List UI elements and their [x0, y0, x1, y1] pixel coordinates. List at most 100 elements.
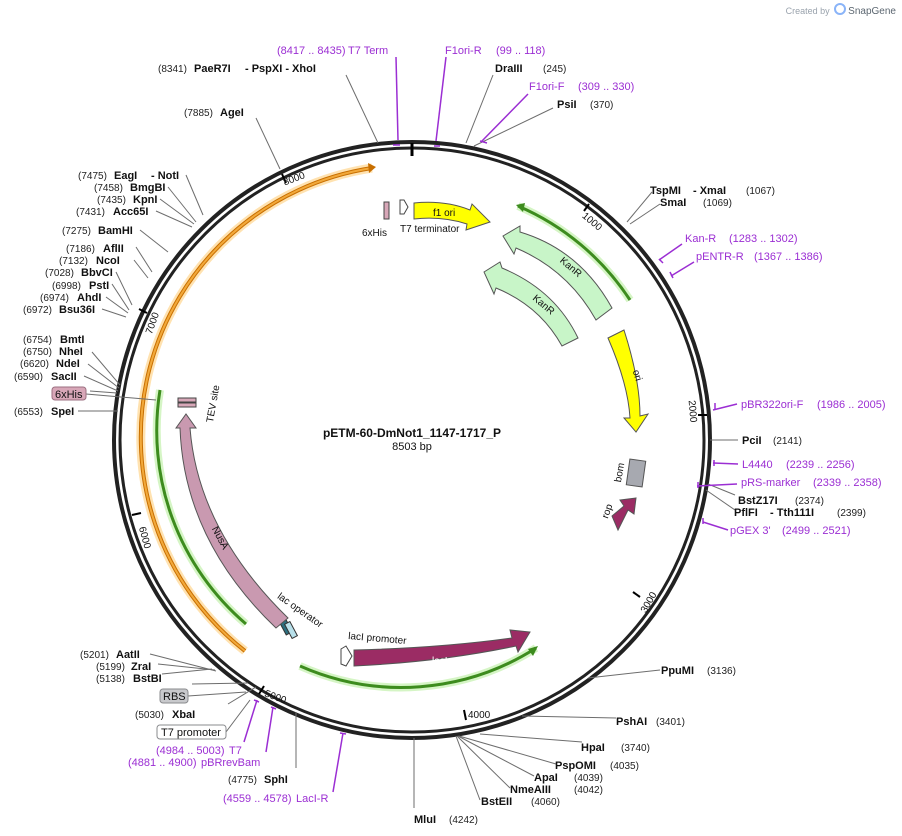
- site-name: PciI: [742, 435, 762, 447]
- site-pos: (6553): [14, 407, 43, 418]
- primer-name: LacI-R: [296, 793, 328, 805]
- site-pos: (5030): [135, 710, 164, 721]
- site-pos: (6750): [23, 347, 52, 358]
- laci-promoter-label: lacI promoter: [348, 631, 408, 647]
- site-pos: (4060): [531, 797, 560, 808]
- primer-range: (99 .. 118): [496, 45, 545, 57]
- site-name: SacII: [51, 371, 77, 383]
- site-name: BamHI: [98, 225, 133, 237]
- t7-promoter-label: T7 promoter: [161, 727, 221, 739]
- site-name: AatII: [116, 649, 140, 661]
- site-name: PspOMI: [555, 760, 596, 772]
- site-pos: (6972): [23, 305, 52, 316]
- site-name-extra: - PspXI - XhoI: [245, 63, 316, 75]
- site-name: AgeI: [220, 107, 244, 119]
- site-name: BstEII: [481, 796, 512, 808]
- site-pos: (7186): [66, 244, 95, 255]
- rop-label: rop: [600, 502, 615, 520]
- primer-name: pGEX 3': [730, 525, 771, 537]
- site-pos: (3401): [656, 717, 685, 728]
- site-pos: (7275): [62, 226, 91, 237]
- primer-range: (4984 .. 5003): [156, 745, 225, 757]
- primer-range: (4881 .. 4900): [128, 757, 197, 769]
- primer-range: (1283 .. 1302): [729, 233, 798, 245]
- site-pos: (245): [543, 64, 566, 75]
- site-name: TspMI: [650, 185, 681, 197]
- site-pos: (8341): [158, 64, 187, 75]
- site-name: PaeR7I: [194, 63, 231, 75]
- t7-terminator-label: T7 terminator: [400, 224, 460, 235]
- site-pos: (7885): [184, 108, 213, 119]
- his-inner-label: 6xHis: [362, 228, 387, 239]
- site-name-extra: - XmaI: [693, 185, 726, 197]
- primer-range: (2339 .. 2358): [813, 477, 882, 489]
- credit-line: Created by SnapGene: [786, 3, 896, 17]
- primer-name: T7 Term: [348, 45, 388, 57]
- laci-label: lacI: [432, 656, 448, 667]
- credit-prefix: Created by: [785, 6, 830, 16]
- feature-t7-terminator: T7 terminator: [399, 199, 460, 235]
- site-name: BstZ17I: [738, 495, 778, 507]
- primer-range: (4559 .. 4578): [223, 793, 292, 805]
- site-name: PshAI: [616, 716, 647, 728]
- site-pos: (6754): [23, 335, 52, 346]
- tick-label: 1000: [580, 211, 604, 234]
- site-pos: (6590): [14, 372, 43, 383]
- site-name: NdeI: [56, 358, 80, 370]
- site-name-extra: - Tth111I: [770, 507, 814, 519]
- rbs-label: RBS: [163, 691, 186, 703]
- site-name: NcoI: [96, 255, 120, 267]
- primer-range: (1367 .. 1386): [754, 251, 823, 263]
- map-title: pETM-60-DmNot1_1147-1717_P: [323, 426, 501, 440]
- site-name: AflII: [103, 243, 124, 255]
- site-name: DraIII: [495, 63, 523, 75]
- primer-range: (8417 .. 8435): [277, 45, 346, 57]
- feature-laci-promoter: lacI promoter: [340, 631, 408, 667]
- site-name: PstI: [89, 280, 109, 292]
- site-pos: (4242): [449, 815, 478, 826]
- primer-name: pENTR-R: [696, 251, 744, 263]
- box-rbs: RBS: [159, 688, 247, 704]
- site-pos: (6998): [52, 281, 81, 292]
- site-name: MluI: [414, 814, 436, 826]
- primer-name: F1ori-F: [529, 81, 565, 93]
- site-labels: [78, 74, 738, 808]
- site-pos: (4775): [228, 775, 257, 786]
- site-pos: (370): [590, 100, 613, 111]
- site-name: ApaI: [534, 772, 558, 784]
- site-pos: (7431): [76, 207, 105, 218]
- site-name: SmaI: [660, 197, 686, 209]
- site-pos: (5199): [96, 662, 125, 673]
- site-name: PflFI: [734, 507, 758, 519]
- orf-arcs: [136, 163, 634, 692]
- primer-name: F1ori-R: [445, 45, 482, 57]
- site-pos: (7028): [45, 268, 74, 279]
- site-name: SphI: [264, 774, 288, 786]
- site-name: HpaI: [581, 742, 605, 754]
- site-name: SpeI: [51, 406, 74, 418]
- site-name: Acc65I: [113, 206, 148, 218]
- site-pos: (4035): [610, 761, 639, 772]
- f1-ori-label: f1 ori: [433, 208, 455, 219]
- site-name: PpuMI: [661, 665, 694, 677]
- tick-label: 2000: [686, 400, 699, 424]
- his-outer-label: 6xHis: [55, 389, 83, 401]
- box-t7-promoter: T7 promoter: [156, 699, 251, 740]
- site-text: DraIII (245) PsiI (370) TspMI - XmaI (10…: [14, 63, 866, 826]
- bom-label: bom: [613, 462, 627, 483]
- site-name: ZraI: [131, 661, 151, 673]
- site-pos: (7458): [94, 183, 123, 194]
- site-name: NmeAIII: [510, 784, 551, 796]
- site-name: BbvCI: [81, 267, 113, 279]
- primer-name: T7: [229, 745, 242, 757]
- site-name: NheI: [59, 346, 83, 358]
- primer-range: (2239 .. 2256): [786, 459, 855, 471]
- site-pos: (7435): [97, 195, 126, 206]
- site-pos: (4042): [574, 785, 603, 796]
- site-pos: (3136): [707, 666, 736, 677]
- site-name: BmgBI: [130, 182, 165, 194]
- map-length: 8503 bp: [392, 441, 432, 453]
- site-pos: (7132): [59, 256, 88, 267]
- primer-range: (2499 .. 2521): [782, 525, 851, 537]
- primer-name: pRS-marker: [741, 477, 801, 489]
